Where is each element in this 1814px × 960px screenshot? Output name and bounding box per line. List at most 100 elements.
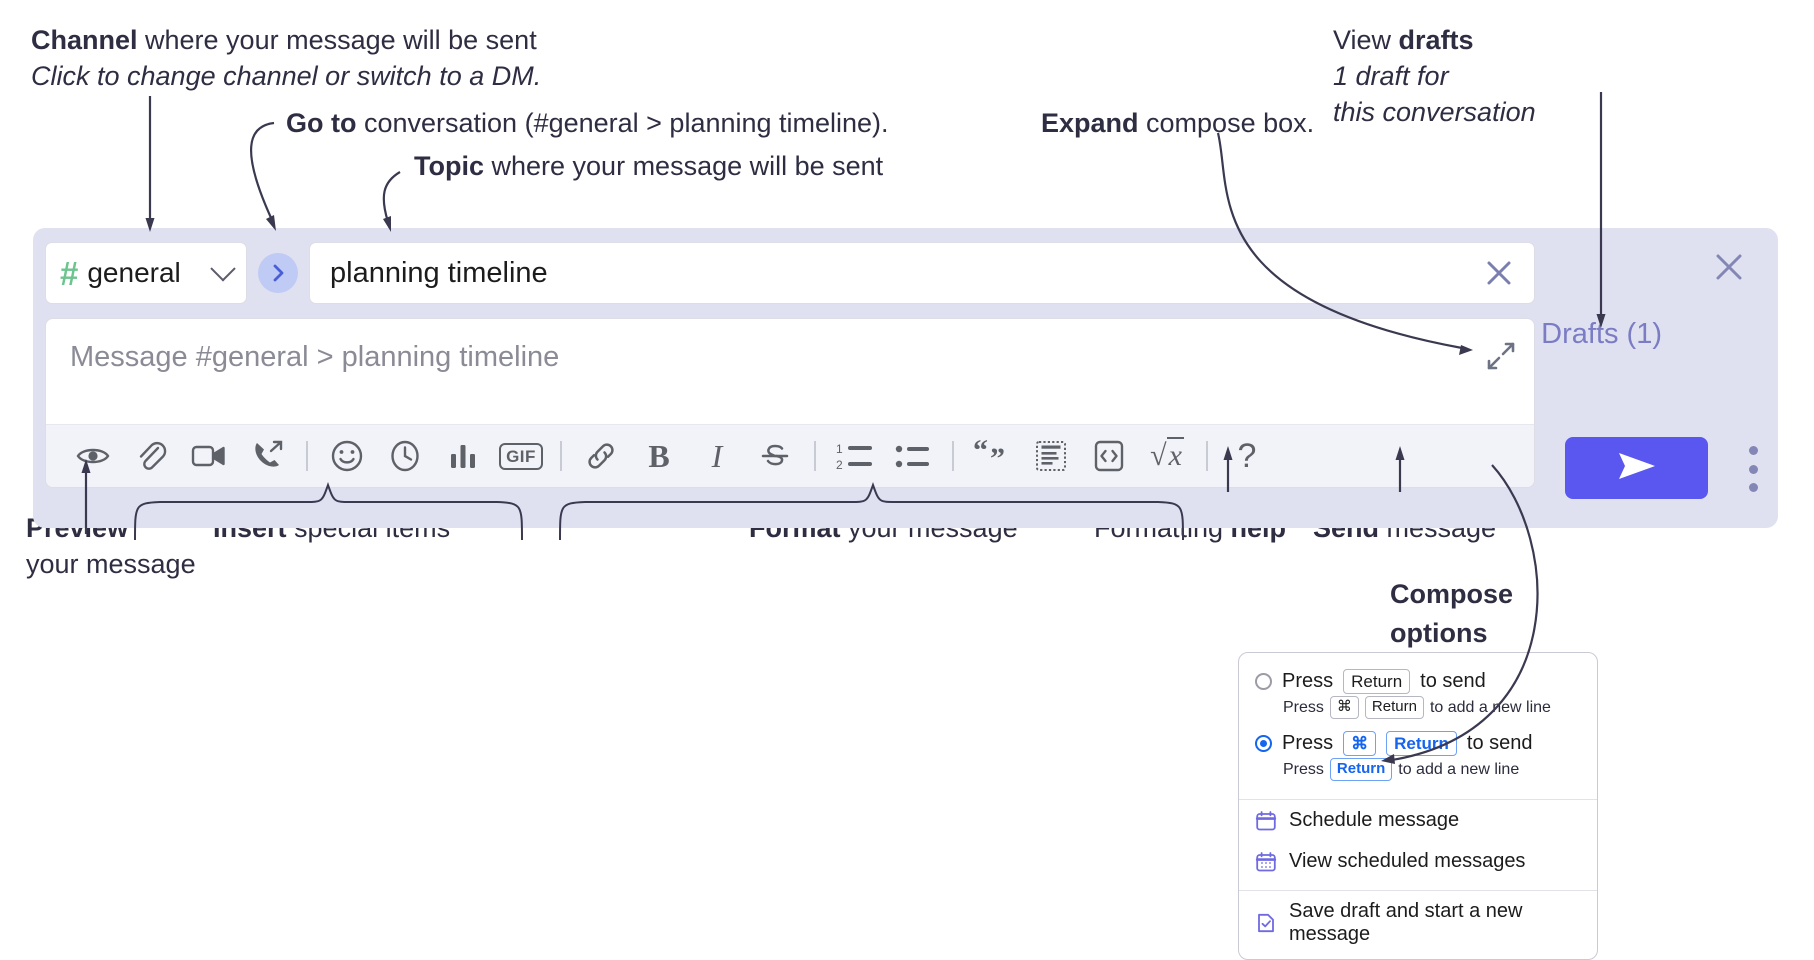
strikethrough-button[interactable] [746,427,804,485]
option-1-hint: Press ⌘ Return to add a new line [1239,694,1597,729]
formatting-help-button[interactable]: ? [1218,427,1276,485]
press-cmd-return-to-send-option[interactable]: Press ⌘ Return to send [1239,729,1597,757]
separator-1 [306,441,308,471]
link-icon [584,439,618,473]
menu-divider-2 [1239,890,1597,891]
attach-button[interactable] [122,427,180,485]
option-1-suffix: to send [1420,670,1486,693]
audio-button[interactable] [238,427,296,485]
expand-icon[interactable] [1486,341,1516,371]
separator-4 [952,441,954,471]
message-input[interactable]: Message #general > planning timeline [70,341,560,373]
paperclip-icon [134,439,168,473]
radio-unselected-icon[interactable] [1255,673,1272,691]
formatting-toolbar: GIF B I [46,424,1534,487]
menu-divider-1 [1239,799,1597,800]
option-2-hint: Press Return to add a new line [1239,756,1597,791]
drafts-annotation-strong: drafts [1398,25,1474,55]
option-2-suffix: to send [1466,732,1533,755]
gif-icon: GIF [499,442,543,470]
option-1-sub-suffix: to add a new line [1429,698,1551,716]
option-1-sub-key-2: Return [1364,696,1424,719]
close-icon[interactable] [1710,248,1748,286]
overflow-dot-3 [1748,483,1758,492]
calendar-icon [1255,810,1277,832]
save-draft-item[interactable]: Save draft and start a new message [1239,891,1597,959]
document-check-icon [1255,912,1277,934]
video-camera-icon [191,441,227,471]
bar-chart-icon [448,440,478,472]
option-1-key: Return [1343,669,1411,695]
drafts-annotation-prefix: View [1333,25,1399,55]
hash-icon: # [60,254,78,292]
blockquote-button[interactable]: “” [964,427,1022,485]
topic-annotation: Topic where your message will be sent [414,148,883,184]
view-scheduled-messages-item[interactable]: View scheduled messages [1239,841,1597,882]
message-input-box[interactable]: Message #general > planning timeline [45,318,1535,488]
schedule-message-item[interactable]: Schedule message [1239,800,1597,841]
square-root-x-icon: √x [1150,437,1184,472]
drafts-annotation-line3: this conversation [1333,97,1536,127]
option-1-sub-press: Press [1283,698,1324,716]
topic-input[interactable]: planning timeline [330,256,548,289]
italic-button[interactable]: I [688,427,746,485]
send-paper-plane-icon [1613,449,1661,488]
chevron-down-icon [210,256,236,282]
drafts-annotation: View drafts 1 draft for this conversatio… [1333,22,1536,130]
drafts-link[interactable]: Drafts (1) [1541,318,1662,350]
send-button[interactable] [1565,437,1708,499]
topic-annotation-rest: where your message will be sent [484,151,884,181]
svg-text:2: 2 [836,458,843,472]
option-2-key-1: ⌘ [1343,731,1377,757]
inline-code-button[interactable] [1080,427,1138,485]
quote-icon: “” [973,440,1013,472]
compose-header-row: # general planning timeline [45,242,1535,304]
chevron-right-icon [258,253,298,293]
link-button[interactable] [572,427,630,485]
compose-options-menu: Press Return to send Press ⌘ Return to a… [1238,652,1598,960]
goto-annotation: Go to conversation (#general > planning … [286,105,889,141]
italic-icon: I [711,437,723,474]
compose-options-button[interactable] [1733,446,1773,492]
compose-options-annotation-strong1: Compose [1390,579,1514,609]
goto-annotation-rest: conversation (#general > planning timeli… [356,108,889,138]
channel-annotation-line2: Click to change channel or switch to a D… [31,61,542,91]
code-block-button[interactable] [1022,427,1080,485]
goto-conversation-button[interactable] [255,242,301,304]
strikethrough-icon [759,439,791,473]
compose-widget: Drafts (1) # general [33,228,1778,528]
smiley-icon [330,439,364,473]
clock-icon [388,439,422,473]
svg-text:“: “ [973,440,988,467]
press-return-to-send-option[interactable]: Press Return to send [1239,667,1597,695]
bold-icon: B [648,437,670,474]
reminder-button[interactable] [376,427,434,485]
bulleted-list-button[interactable] [884,427,942,485]
phone-arrow-icon [251,439,283,473]
schedule-message-label: Schedule message [1289,809,1460,831]
compose-inner: # general planning timeline M [45,242,1535,488]
eye-icon [75,438,111,474]
emoji-button[interactable] [318,427,376,485]
close-icon[interactable] [1482,256,1516,290]
option-2-key-2: Return [1386,731,1457,757]
goto-annotation-strong: Go to [286,108,357,138]
radio-selected-icon[interactable] [1255,735,1272,753]
gif-button[interactable]: GIF [492,427,550,485]
save-draft-label: Save draft and start a new message [1289,900,1523,945]
topic-field[interactable]: planning timeline [309,242,1535,304]
bulleted-list-icon [895,440,931,472]
expand-annotation: Expand compose box. [1041,105,1314,141]
channel-name: general [87,257,181,288]
video-button[interactable] [180,427,238,485]
preview-button[interactable] [64,427,122,485]
drafts-annotation-line2: 1 draft for [1333,61,1449,91]
expand-annotation-rest: compose box. [1138,108,1315,138]
math-button[interactable]: √x [1138,427,1196,485]
poll-button[interactable] [434,427,492,485]
bold-button[interactable]: B [630,427,688,485]
code-block-icon [1035,440,1067,472]
channel-picker[interactable]: # general [45,242,247,304]
option-2-sub-key: Return [1329,758,1393,781]
